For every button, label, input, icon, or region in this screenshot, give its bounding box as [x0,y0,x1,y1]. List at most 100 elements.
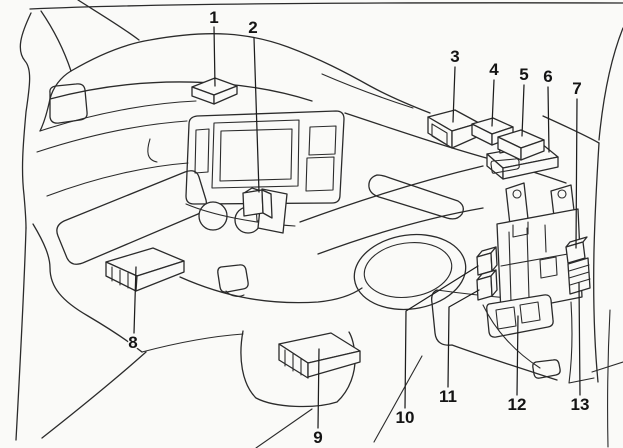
box3-vent [431,123,448,146]
block-rib-1 [508,231,512,303]
callout-8-label: 8 [128,333,137,352]
callout-2-leader [253,37,260,193]
dash-face-seam-r1 [299,165,484,223]
bottom-left-diagonal [41,351,147,439]
fuse-lower-box [486,294,554,338]
relay11-front [476,275,493,301]
body-line-art [15,0,623,448]
component-11-relay [476,269,498,301]
windshield-seam [321,73,414,109]
left-side-vent [49,83,88,124]
panel-sweep [482,304,541,369]
mount-hole-2 [557,189,567,199]
relay10-side [490,246,498,272]
box6-slot [490,158,520,174]
callout-8-leader [133,266,137,334]
dash-hook-detail [147,138,158,163]
latch-detail [217,264,249,293]
component-8-ecu [105,247,185,292]
hvac-knob-left [198,201,228,231]
callout-5-leader [521,84,525,137]
a-pillar-roof-join [77,0,140,41]
callout-7-leader [575,98,578,249]
box6-right [502,156,559,180]
callout-4-label: 4 [489,60,499,79]
center-right-switch-upper [308,125,337,156]
radio-screen [219,128,293,182]
component-7-connector [565,236,588,264]
callout-10-label: 10 [396,408,415,427]
dash-pad-near-edge-right [344,112,567,184]
box1-right [213,85,238,105]
relay2-front [242,189,264,217]
block-cavity [539,256,558,279]
right-pillar-outer [598,27,623,141]
fuse-lower-notch-1 [495,306,517,330]
conn7-body [565,241,586,264]
callout-6-label: 6 [543,67,552,86]
component-13-connector [567,257,591,295]
floor-diagonal-2 [373,355,423,443]
knee-panel-edge [568,301,595,384]
glovebox-panel [56,170,207,265]
relay11-side [490,269,498,297]
callout-5-label: 5 [519,65,528,84]
steering-wheel [255,233,595,448]
component-2-relay [242,187,288,234]
callout-2-label: 2 [248,18,257,37]
dash-seam-2 [36,120,188,153]
center-bezel [185,110,345,205]
callout-13-label: 13 [571,395,590,414]
component-5-ecu [497,129,545,161]
right-door-edge-2 [607,309,611,448]
mount-hole-1 [512,189,522,199]
glovebox-top-seam [46,162,189,197]
callout-9-label: 9 [313,428,322,447]
junction-block [482,182,583,369]
steering-rim-inner [363,242,453,298]
block-rib-2 [526,227,530,299]
lower-left-silhouette [32,223,143,353]
seat-shelf-line [141,333,244,353]
center-stack [185,110,345,234]
callout-11-leader [447,289,480,388]
roof-line [29,2,623,10]
conn13-rib-3 [569,278,591,286]
latch-detail-2 [225,290,245,297]
block-step [512,221,529,238]
conn13-rib-1 [568,264,590,272]
callout-9-leader [317,348,320,429]
callout-10-leader [404,265,479,409]
left-body-lower [15,227,27,441]
callout-12-label: 12 [508,395,527,414]
a-pillar-inner [40,10,72,72]
callout-1-label: 1 [209,8,218,27]
block-body [496,208,583,314]
dash-pad-near-edge-left [49,81,313,102]
windshield-base [70,33,431,114]
right-sill [542,115,600,144]
box8-right [135,260,185,292]
dash-bottom-edge [179,276,363,304]
center-left-vent [194,128,210,174]
block-mid-seam [500,251,580,267]
a-pillar-outer [19,12,32,229]
callout-11-label: 11 [439,387,457,406]
block-rib-3 [544,224,547,253]
callout-7-label: 7 [572,79,581,98]
conn13-rib-2 [568,271,590,279]
box5-right [520,139,545,161]
conn13-body [567,257,591,295]
dash-seam-1 [39,100,197,132]
callout-6-leader [547,86,550,153]
callout-12-leader [516,315,519,396]
center-right-switch-lower [305,156,335,192]
radio-unit [211,119,300,189]
box9-right [307,350,361,378]
dash-face-seam-r2 [317,207,484,255]
passenger-vent-slot [368,174,464,220]
right-sill-lower [591,361,623,373]
